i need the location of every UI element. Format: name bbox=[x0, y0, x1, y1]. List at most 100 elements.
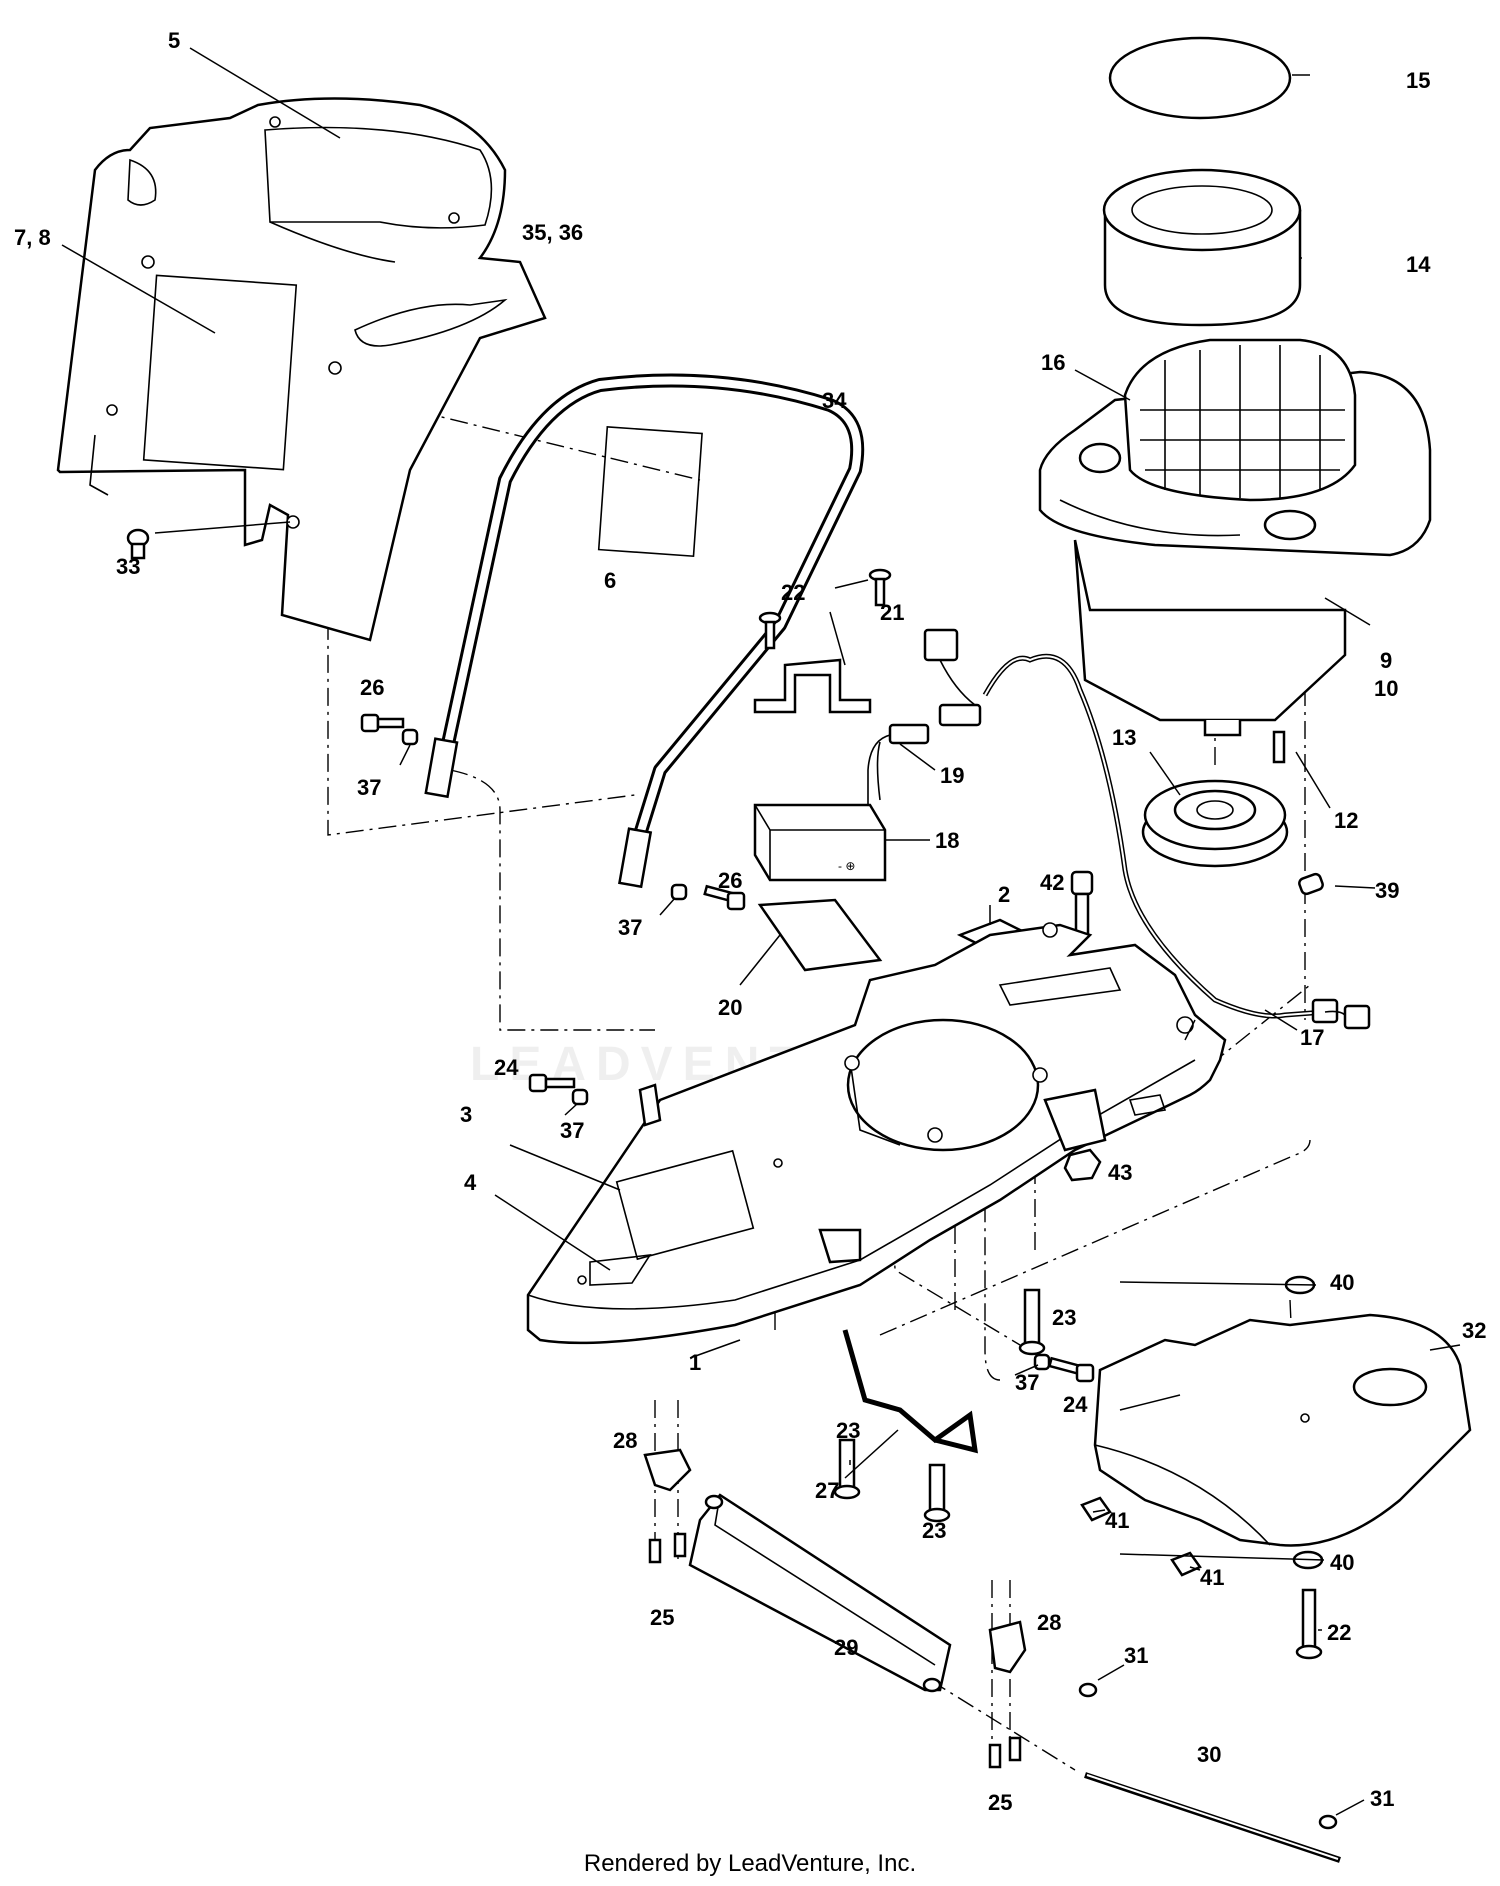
push-fastener bbox=[126, 528, 150, 560]
screw-top-right bbox=[868, 568, 892, 607]
callout-34: 34 bbox=[822, 388, 847, 413]
bolt-23-center bbox=[1018, 1288, 1046, 1356]
callout-3: 3 bbox=[460, 1102, 472, 1127]
callout-15: 15 bbox=[1406, 68, 1430, 93]
callout-42: 42 bbox=[1040, 870, 1064, 895]
callout-37-upper: 37 bbox=[560, 1118, 584, 1143]
leader-lines bbox=[61, 47, 1461, 1816]
hood-shroud bbox=[56, 97, 547, 642]
callout-23-lower-left: 23 bbox=[836, 1418, 860, 1443]
callout-35-36: 35, 36 bbox=[522, 220, 583, 245]
foam-filter-element bbox=[1102, 168, 1302, 327]
hex-nut-43 bbox=[1063, 1148, 1102, 1182]
callout-23-lower: 23 bbox=[922, 1518, 946, 1543]
footer-credit: Rendered by LeadVenture, Inc. bbox=[583, 1850, 917, 1877]
bolt-26-left bbox=[360, 713, 405, 733]
set-screw bbox=[1298, 872, 1324, 896]
svg-text:- ⊕: - ⊕ bbox=[838, 859, 855, 873]
callout-29: 29 bbox=[834, 1635, 858, 1660]
nut-37-upper bbox=[571, 1088, 589, 1106]
callout-9: 9 bbox=[1380, 648, 1392, 673]
screws-25-right bbox=[988, 1736, 1022, 1769]
callout-16: 16 bbox=[1041, 350, 1065, 375]
callout-5: 5 bbox=[168, 28, 180, 53]
callout-39: 39 bbox=[1375, 878, 1399, 903]
screws-25-left bbox=[648, 1532, 687, 1564]
nut-37-left bbox=[401, 728, 419, 746]
clip-31-upper bbox=[1078, 1682, 1098, 1698]
bolt-23-lower-left bbox=[833, 1438, 861, 1500]
engine bbox=[1038, 338, 1432, 737]
callout-6: 6 bbox=[604, 568, 616, 593]
callout-28-right: 28 bbox=[1037, 1610, 1061, 1635]
bracket-28-right bbox=[988, 1620, 1027, 1674]
callout-40-lower: 40 bbox=[1330, 1550, 1354, 1575]
callout-26-right: 26 bbox=[718, 868, 742, 893]
callout-24-upper: 24 bbox=[494, 1055, 519, 1080]
callout-18: 18 bbox=[935, 828, 959, 853]
clip-41-upper bbox=[1080, 1496, 1112, 1522]
callout-41-upper: 41 bbox=[1105, 1508, 1129, 1533]
mounting-bracket bbox=[753, 658, 872, 714]
callout-7-8: 7, 8 bbox=[14, 225, 51, 250]
nut-37-lower bbox=[1033, 1353, 1051, 1371]
bolt-26-right bbox=[703, 884, 746, 911]
callout-17: 17 bbox=[1300, 1025, 1324, 1050]
lift-rod bbox=[842, 1329, 979, 1454]
callout-2: 2 bbox=[998, 882, 1010, 907]
screw-top-left bbox=[758, 611, 782, 650]
callout-26-left: 26 bbox=[360, 675, 384, 700]
callout-31-upper: 31 bbox=[1124, 1643, 1148, 1668]
pulley-key bbox=[1272, 730, 1286, 764]
callout-1: 1 bbox=[689, 1350, 701, 1375]
callout-28-left: 28 bbox=[613, 1428, 637, 1453]
nut-37-mid bbox=[670, 883, 688, 901]
callout-14: 14 bbox=[1406, 252, 1431, 277]
callout-labels: 1 2 3 4 5 6 7, 8 9 10 12 13 14 15 16 17 … bbox=[14, 28, 1486, 1815]
main-frame bbox=[526, 922, 1227, 1345]
callout-40-upper: 40 bbox=[1330, 1270, 1354, 1295]
bolt-24-upper bbox=[528, 1073, 576, 1093]
socket-bolt bbox=[1070, 870, 1094, 936]
bolt-24-lower bbox=[1047, 1356, 1095, 1383]
wire-connector bbox=[867, 628, 982, 810]
callout-32: 32 bbox=[1462, 1318, 1486, 1343]
callout-4: 4 bbox=[464, 1170, 477, 1195]
callout-21: 21 bbox=[880, 600, 904, 625]
callout-10: 10 bbox=[1374, 676, 1398, 701]
callout-43: 43 bbox=[1108, 1160, 1132, 1185]
lower-shield bbox=[688, 1493, 952, 1693]
callout-22-top-left: 22 bbox=[781, 580, 805, 605]
wire-harness bbox=[982, 653, 1371, 1030]
callout-23-center: 23 bbox=[1052, 1305, 1076, 1330]
callout-33: 33 bbox=[116, 554, 140, 579]
callout-12: 12 bbox=[1334, 808, 1358, 833]
pin-rod-inner bbox=[1086, 1774, 1339, 1860]
drive-pulley bbox=[1141, 779, 1289, 868]
clip-31-lower bbox=[1318, 1814, 1338, 1830]
control-module: - ⊕ bbox=[753, 803, 887, 882]
callout-22-lower: 22 bbox=[1327, 1620, 1351, 1645]
handle-bar bbox=[424, 373, 865, 889]
callout-30: 30 bbox=[1197, 1742, 1221, 1767]
callout-37-mid: 37 bbox=[618, 915, 642, 940]
callout-25-left: 25 bbox=[650, 1605, 674, 1630]
callout-19: 19 bbox=[940, 763, 964, 788]
callout-20: 20 bbox=[718, 995, 742, 1020]
callout-25-right: 25 bbox=[988, 1790, 1012, 1815]
bracket-28-left bbox=[643, 1448, 692, 1492]
screw-22-lower bbox=[1295, 1588, 1323, 1660]
callout-31-lower: 31 bbox=[1370, 1786, 1394, 1811]
callout-13: 13 bbox=[1112, 725, 1136, 750]
filter-cover-disc bbox=[1108, 36, 1292, 120]
callout-37-left: 37 bbox=[357, 775, 381, 800]
callout-27: 27 bbox=[815, 1478, 839, 1503]
callout-37-lower: 37 bbox=[1015, 1370, 1039, 1395]
belt-cover bbox=[1093, 1313, 1472, 1547]
bolt-23-lower bbox=[923, 1463, 951, 1523]
module-pad bbox=[757, 898, 883, 972]
callout-24-lower: 24 bbox=[1063, 1392, 1088, 1417]
callout-41-lower: 41 bbox=[1200, 1565, 1224, 1590]
